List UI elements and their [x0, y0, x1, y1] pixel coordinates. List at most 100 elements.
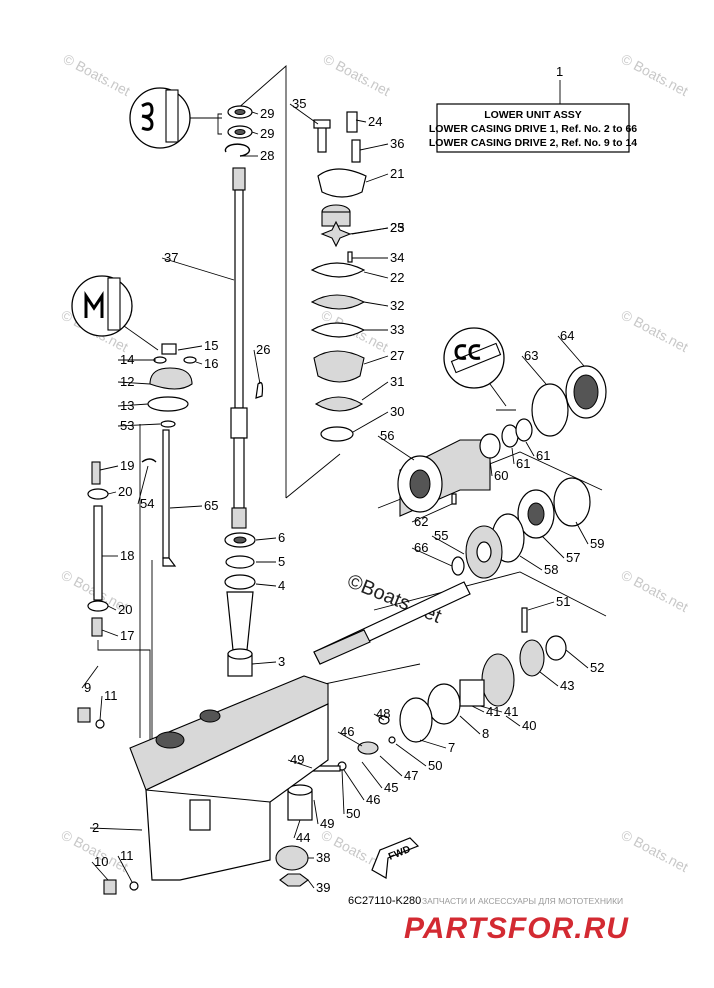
- part-label-46: 46: [340, 724, 354, 739]
- leader-line: [431, 535, 465, 555]
- casing-edge: [145, 789, 271, 860]
- part-label-16: 16: [204, 356, 218, 371]
- callout-circle: [129, 87, 191, 149]
- leader-line: [177, 345, 203, 351]
- leader-line: [359, 143, 389, 151]
- part-label-35: 35: [292, 96, 306, 111]
- part-label-36: 36: [390, 136, 404, 151]
- part-label-41: 41: [504, 704, 518, 719]
- part-label-44: 44: [296, 830, 310, 845]
- part-label-65: 65: [204, 498, 218, 513]
- o-ring-13: [147, 396, 189, 412]
- part-label-37: 37: [164, 250, 178, 265]
- part-label-43: 43: [560, 678, 574, 693]
- part-label-15: 15: [204, 338, 218, 353]
- pin-51: [521, 607, 528, 633]
- sleeve-4: [226, 591, 254, 651]
- part-label-32: 32: [390, 298, 404, 313]
- callout-grease: [129, 87, 222, 149]
- part-label-53: 53: [120, 418, 134, 433]
- part-label-28: 28: [260, 148, 274, 163]
- propeller-shaft-housing-group: [397, 365, 607, 563]
- dowel-24: [346, 111, 358, 133]
- bearing-hole: [233, 536, 247, 544]
- leader-line: [161, 257, 235, 281]
- part-label-61: 61: [536, 448, 550, 463]
- part-label-20: 20: [118, 602, 132, 617]
- part-label-2: 2: [92, 820, 99, 835]
- watermark: © Boats.net: [619, 567, 691, 616]
- leader-line: [379, 755, 403, 777]
- part-label-3: 3: [278, 654, 285, 669]
- part-label-40: 40: [522, 718, 536, 733]
- watermark: © Boats.net: [61, 51, 133, 100]
- leader-line: [361, 761, 383, 789]
- part-label-20: 20: [118, 484, 132, 499]
- water-pump-group-line: [285, 453, 341, 499]
- leader-line: [557, 335, 585, 367]
- fwd-arrow-icon: FWD: [371, 837, 420, 879]
- pin-62: [451, 493, 457, 505]
- rod-18: [93, 505, 103, 601]
- bolt-19: [91, 461, 101, 485]
- bolt-36: [351, 139, 361, 163]
- part-label-57: 57: [566, 550, 580, 565]
- leader-line: [505, 715, 521, 727]
- gear-group-line: [373, 571, 607, 617]
- part-label-12: 12: [120, 374, 134, 389]
- part-label-9: 9: [84, 680, 91, 695]
- callout-loctite: [443, 327, 516, 411]
- loctite-symbol-icon: [454, 344, 481, 360]
- leader-line: [365, 173, 389, 183]
- leader-line: [575, 521, 589, 545]
- bearing-60: [479, 433, 501, 459]
- leader-line: [489, 459, 493, 477]
- washer-16: [183, 356, 197, 364]
- spring-52: [545, 635, 567, 661]
- part-label-60: 60: [494, 468, 508, 483]
- part-label-47: 47: [404, 768, 418, 783]
- thrust-bearing-4: [224, 574, 256, 590]
- key-34: [347, 251, 353, 263]
- leader-line: [107, 491, 117, 495]
- watermark: © Boats.net: [321, 51, 393, 100]
- leader-line: [287, 759, 313, 769]
- part-label-55: 55: [434, 528, 448, 543]
- leader-line: [289, 103, 319, 125]
- grease-symbol-icon: [141, 102, 154, 131]
- bushing-top: [227, 648, 253, 660]
- fwd-arrow-shape: [371, 837, 420, 879]
- leader-line: [253, 349, 261, 385]
- leader-line: [459, 715, 481, 735]
- brand-tagline: ЗАПЧАСТИ И АКСЕССУАРЫ ДЛЯ МОТОТЕХНИКИ: [422, 896, 623, 906]
- circlip-28: [224, 143, 251, 157]
- leader-line: [355, 119, 367, 123]
- leader-line: [251, 111, 259, 115]
- part-label-34: 34: [390, 250, 404, 265]
- leader-line: [565, 649, 589, 669]
- leader-line: [251, 661, 277, 665]
- part-label-31: 31: [390, 374, 404, 389]
- casing-top-plate: [129, 675, 329, 791]
- shift-rod-assembly: [77, 343, 197, 895]
- part-label-29: 29: [260, 126, 274, 141]
- lower-casing-2: [129, 675, 329, 881]
- part-label-64: 64: [560, 328, 574, 343]
- part-label-52: 52: [590, 660, 604, 675]
- part-label-27: 27: [390, 348, 404, 363]
- casing-bore: [199, 709, 221, 723]
- leader-line: [101, 629, 119, 637]
- leader-line: [519, 555, 543, 571]
- part-label-33: 33: [390, 322, 404, 337]
- spring-46: [357, 741, 379, 755]
- leader-line: [539, 671, 559, 687]
- leader-line: [479, 705, 503, 713]
- leader-line: [527, 601, 555, 611]
- part-label-38: 38: [316, 850, 330, 865]
- group-frame-lines: [97, 65, 607, 740]
- leader-line: [511, 447, 515, 465]
- leader-line: [123, 325, 159, 351]
- part-label-46: 46: [366, 792, 380, 807]
- leader-line: [255, 583, 277, 587]
